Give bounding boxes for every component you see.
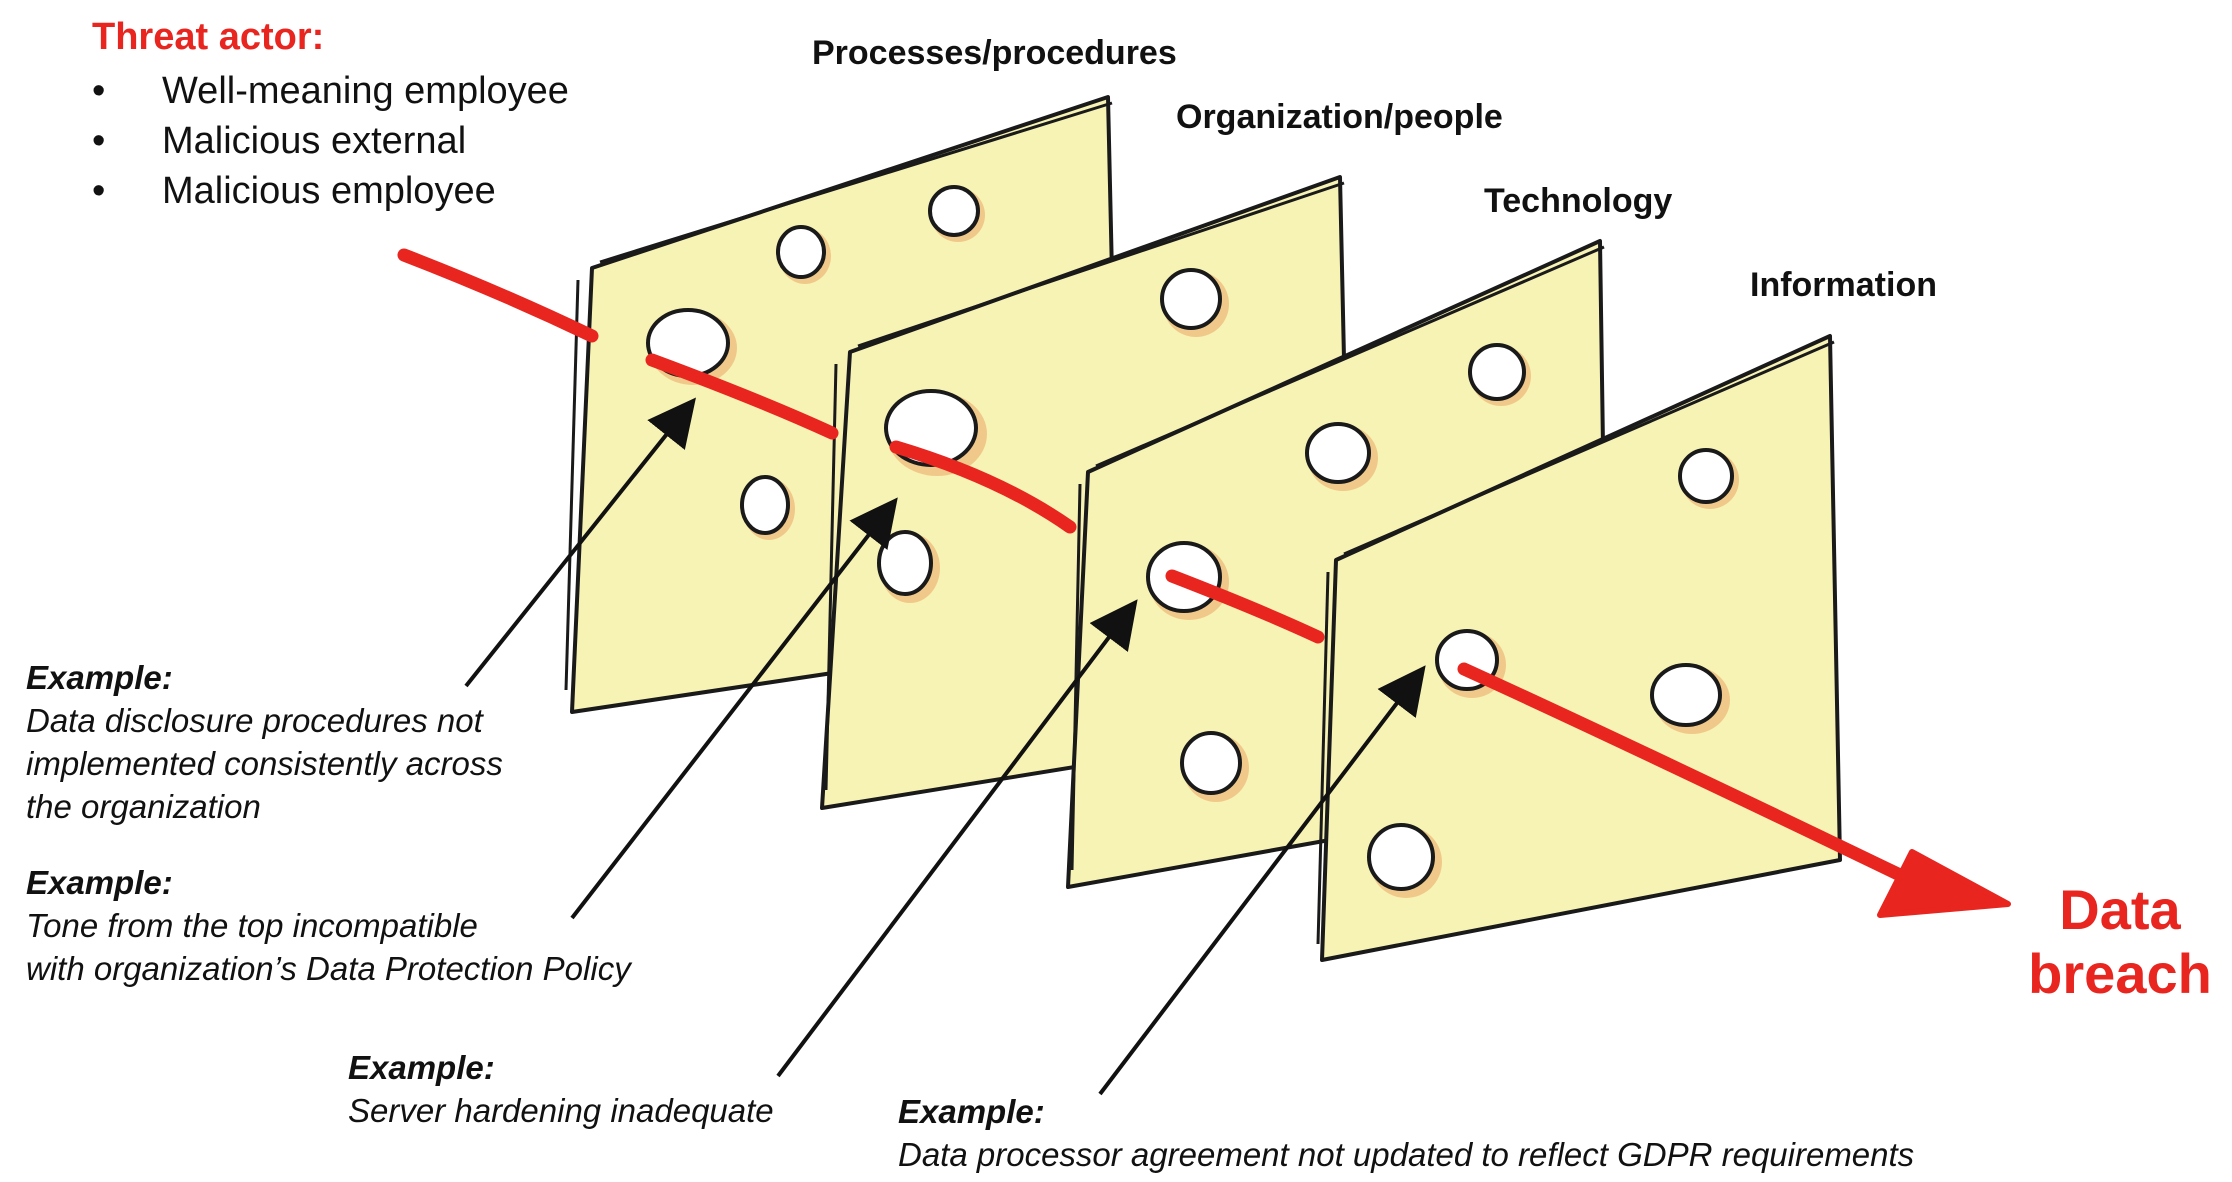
example-heading: Example:	[26, 659, 173, 696]
hole	[1678, 448, 1739, 509]
threat-path	[397, 248, 1907, 882]
threat-actor-item: • Well-meaning employee	[92, 66, 569, 116]
threat-actor-title: Threat actor:	[92, 16, 325, 58]
example-technology: Example: Server hardening inadequate	[348, 1046, 774, 1132]
bullet-icon: •	[92, 120, 106, 162]
example-text: Tone from the top incompatible with orga…	[26, 907, 631, 987]
actor-label: Malicious employee	[162, 170, 496, 212]
cheese-slice-information	[1316, 334, 1842, 962]
hole	[740, 475, 795, 540]
example-heading: Example:	[26, 864, 173, 901]
example-text: Data disclosure procedures not implement…	[26, 702, 503, 825]
pointer-arrow-2	[570, 497, 898, 920]
layer-label-information: Information	[1750, 266, 1937, 304]
example-heading: Example:	[348, 1049, 495, 1086]
example-processes: Example: Data disclosure procedures not …	[26, 656, 503, 828]
pointer-arrow-1	[464, 397, 696, 688]
actor-label: Well-meaning employee	[162, 70, 569, 112]
bullet-icon: •	[92, 170, 106, 212]
hole	[1367, 823, 1442, 898]
hole	[1650, 663, 1730, 734]
hole	[776, 225, 831, 284]
layer-label-processes: Processes/procedures	[812, 34, 1177, 72]
example-organization: Example: Tone from the top incompatible …	[26, 861, 631, 990]
bullet-icon: •	[92, 70, 106, 112]
threat-actor-item: • Malicious external	[92, 116, 569, 166]
threat-arrowhead	[1877, 849, 2011, 918]
example-pointers	[464, 397, 1426, 1096]
threat-actor-list: • Well-meaning employee • Malicious extern…	[92, 66, 569, 216]
example-text: Data processor agreement not updated to …	[898, 1136, 1915, 1173]
hole	[928, 185, 985, 242]
hole	[1160, 268, 1229, 337]
pointer-arrow-4	[1098, 665, 1426, 1096]
example-information: Example: Data processor agreement not up…	[898, 1090, 1914, 1176]
hole	[1305, 422, 1378, 491]
example-text: Server hardening inadequate	[348, 1092, 774, 1129]
hole	[1468, 343, 1531, 406]
layer-label-organization: Organization/people	[1176, 98, 1503, 136]
hole	[1180, 731, 1249, 802]
pointer-arrow-3	[776, 599, 1138, 1078]
layer-label-technology: Technology	[1484, 182, 1673, 220]
threat-actor-item: • Malicious employee	[92, 166, 569, 216]
example-heading: Example:	[898, 1093, 1045, 1130]
data-breach-label: Data breach	[2028, 878, 2212, 1005]
actor-label: Malicious external	[162, 120, 467, 162]
